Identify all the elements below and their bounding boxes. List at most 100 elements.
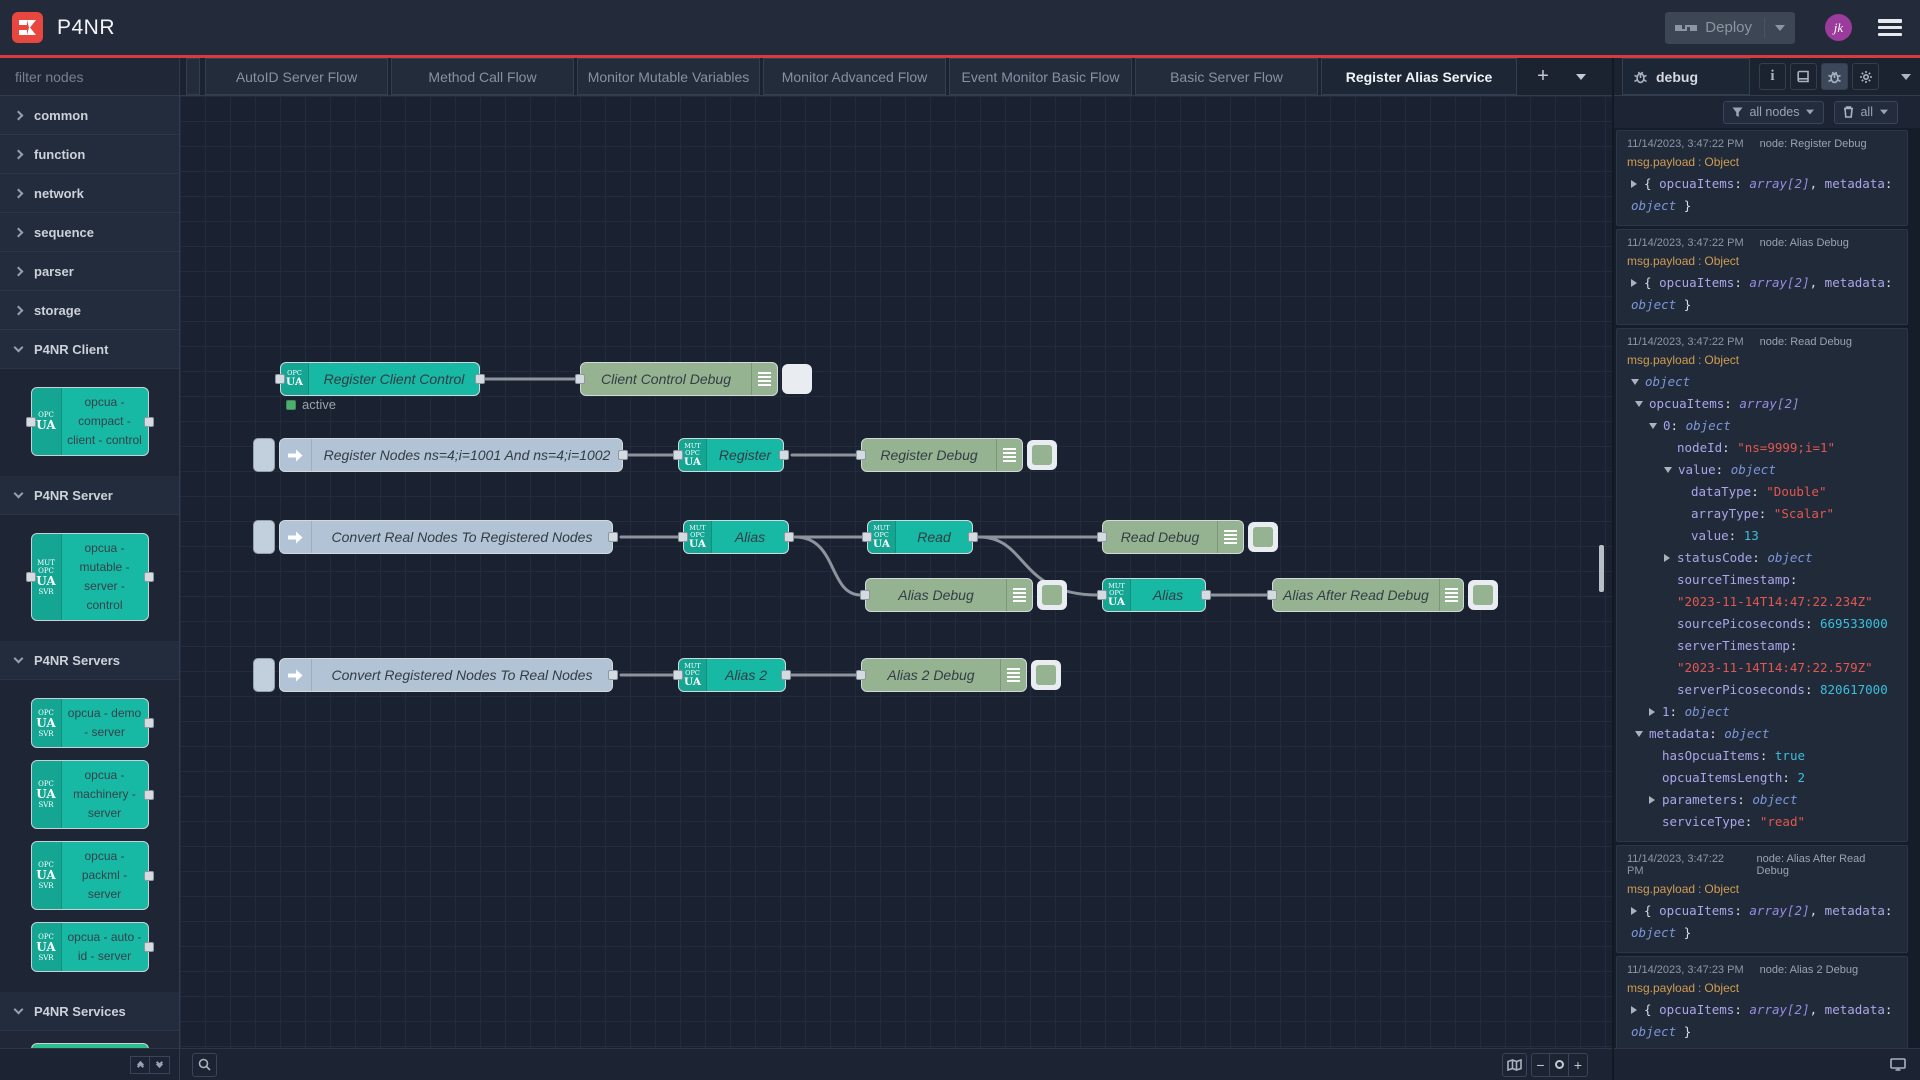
node-input-port[interactable] bbox=[1097, 590, 1107, 600]
node-input-port[interactable] bbox=[25, 416, 36, 427]
inject-button[interactable] bbox=[253, 520, 275, 554]
inject-button[interactable] bbox=[253, 438, 275, 472]
zoom-out-button[interactable]: − bbox=[1531, 1052, 1550, 1077]
node-input-port[interactable] bbox=[673, 450, 683, 460]
debug-toggle-button[interactable] bbox=[1468, 580, 1498, 610]
sidebar-menu-caret-icon[interactable] bbox=[1892, 63, 1919, 90]
node-output-port[interactable] bbox=[143, 416, 154, 427]
node-inject-convert-real[interactable]: Convert Real Nodes To Registered Nodes bbox=[279, 520, 618, 554]
navigator-button[interactable] bbox=[1502, 1052, 1527, 1077]
node-input-port[interactable] bbox=[856, 670, 866, 680]
node-output-port[interactable] bbox=[143, 789, 154, 800]
node-input-port[interactable] bbox=[1267, 590, 1277, 600]
node-input-port[interactable] bbox=[275, 374, 285, 384]
canvas-vertical-scrollbar[interactable] bbox=[1599, 545, 1604, 592]
node-input-port[interactable] bbox=[862, 532, 872, 542]
debug-toggle-button[interactable] bbox=[782, 364, 812, 394]
debug-title-tab[interactable]: debug bbox=[1622, 58, 1750, 95]
palette-category-parser[interactable]: parser bbox=[0, 252, 179, 291]
palette-category-function[interactable]: function bbox=[0, 135, 179, 174]
zoom-in-button[interactable]: + bbox=[1569, 1052, 1588, 1077]
palette-category-p4nr-server[interactable]: P4NR Server bbox=[0, 476, 179, 515]
flow-list-caret-icon[interactable] bbox=[1566, 58, 1596, 95]
debug-filter-button[interactable]: all nodes bbox=[1723, 100, 1825, 124]
node-output-port[interactable] bbox=[784, 532, 794, 542]
palette-category-common[interactable]: common bbox=[0, 96, 179, 135]
info-tab-button[interactable]: i bbox=[1759, 63, 1786, 90]
user-avatar[interactable]: jk bbox=[1825, 14, 1852, 41]
expand-arrow-icon[interactable] bbox=[1631, 180, 1637, 188]
node-output-port[interactable] bbox=[1201, 590, 1211, 600]
debug-toggle-button[interactable] bbox=[1031, 660, 1061, 690]
node-input-port[interactable] bbox=[1097, 532, 1107, 542]
expand-arrow-icon[interactable] bbox=[1631, 279, 1637, 287]
palette-category-p4nr-client[interactable]: P4NR Client bbox=[0, 330, 179, 369]
collapse-arrow-icon[interactable] bbox=[1635, 731, 1643, 737]
palette-category-sequence[interactable]: sequence bbox=[0, 213, 179, 252]
collapse-all-button[interactable] bbox=[130, 1055, 150, 1074]
node-input-port[interactable] bbox=[678, 532, 688, 542]
expand-arrow-icon[interactable] bbox=[1631, 1006, 1637, 1014]
node-input-port[interactable] bbox=[575, 374, 585, 384]
palette-node-autoid-server[interactable]: OPC UA SVR opcua - auto - id - server bbox=[30, 922, 154, 972]
debug-tab-button[interactable] bbox=[1821, 63, 1848, 90]
expand-arrow-icon[interactable] bbox=[1664, 554, 1670, 562]
tab-event-monitor-basic-flow[interactable]: Event Monitor Basic Flow bbox=[949, 58, 1132, 95]
node-alias[interactable]: MUT OPC UA Alias bbox=[678, 520, 794, 554]
palette-category-p4nr-servers[interactable]: P4NR Servers bbox=[0, 641, 179, 680]
node-alias2-debug[interactable]: Alias 2 Debug bbox=[856, 658, 1027, 692]
collapse-arrow-icon[interactable] bbox=[1664, 467, 1672, 473]
tab-register-alias-service[interactable]: Register Alias Service bbox=[1321, 58, 1517, 95]
node-output-port[interactable] bbox=[143, 942, 154, 952]
collapse-arrow-icon[interactable] bbox=[1635, 401, 1643, 407]
node-input-port[interactable] bbox=[673, 670, 683, 680]
add-flow-button[interactable]: + bbox=[1537, 65, 1549, 87]
tab-monitor-mutable-variables[interactable]: Monitor Mutable Variables bbox=[577, 58, 760, 95]
canvas-search-button[interactable] bbox=[192, 1052, 217, 1077]
debug-toggle-button[interactable] bbox=[1037, 580, 1067, 610]
node-input-port[interactable] bbox=[856, 450, 866, 460]
zoom-reset-button[interactable] bbox=[1550, 1052, 1569, 1077]
node-read-debug[interactable]: Read Debug bbox=[1097, 520, 1244, 554]
node-output-port[interactable] bbox=[618, 450, 628, 460]
expand-arrow-icon[interactable] bbox=[1649, 796, 1655, 804]
palette-node-packml-server[interactable]: OPC UA SVR opcua - packml - server bbox=[30, 841, 154, 910]
config-tab-button[interactable] bbox=[1852, 63, 1879, 90]
help-tab-button[interactable] bbox=[1790, 63, 1817, 90]
main-menu-icon[interactable] bbox=[1878, 19, 1902, 36]
palette-category-p4nr-services[interactable]: P4NR Services bbox=[0, 992, 179, 1031]
debug-message-list[interactable]: 11/14/2023, 3:47:22 PM node: Register De… bbox=[1614, 128, 1920, 1048]
palette-node-client-control[interactable]: OPC UA opcua - compact - client - contro… bbox=[25, 387, 154, 456]
palette-filter-input[interactable] bbox=[15, 68, 179, 85]
node-output-port[interactable] bbox=[475, 374, 485, 384]
tab-autoid-server-flow[interactable]: AutoID Server Flow bbox=[205, 58, 388, 95]
open-in-window-button[interactable] bbox=[1885, 1053, 1910, 1077]
node-input-port[interactable] bbox=[25, 572, 36, 582]
node-output-port[interactable] bbox=[968, 532, 978, 542]
inject-button[interactable] bbox=[253, 658, 275, 692]
deploy-button[interactable]: Deploy bbox=[1665, 11, 1795, 44]
node-output-port[interactable] bbox=[608, 670, 618, 680]
palette-node-machinery-server[interactable]: OPC UA SVR opcua - machinery - server bbox=[30, 760, 154, 829]
node-register-debug[interactable]: Register Debug bbox=[856, 438, 1023, 472]
palette-category-storage[interactable]: storage bbox=[0, 291, 179, 330]
node-inject-convert-registered[interactable]: Convert Registered Nodes To Real Nodes bbox=[279, 658, 618, 692]
node-output-port[interactable] bbox=[781, 670, 791, 680]
node-input-port[interactable] bbox=[860, 590, 870, 600]
debug-clear-button[interactable]: all bbox=[1834, 100, 1898, 124]
node-alias-after-read-debug[interactable]: Alias After Read Debug bbox=[1267, 578, 1464, 612]
debug-toggle-button[interactable] bbox=[1027, 440, 1057, 470]
node-read[interactable]: MUT OPC UA Read bbox=[862, 520, 978, 554]
tab-monitor-advanced-flow[interactable]: Monitor Advanced Flow bbox=[763, 58, 946, 95]
deploy-caret-icon[interactable] bbox=[1775, 24, 1785, 31]
node-register[interactable]: MUT OPC UA Register bbox=[673, 438, 789, 472]
collapse-arrow-icon[interactable] bbox=[1649, 423, 1657, 429]
node-alias2[interactable]: MUT OPC UA Alias 2 bbox=[673, 658, 791, 692]
tab-basic-server-flow[interactable]: Basic Server Flow bbox=[1135, 58, 1318, 95]
node-output-port[interactable] bbox=[143, 718, 154, 728]
collapse-arrow-icon[interactable] bbox=[1631, 379, 1639, 385]
expand-all-button[interactable] bbox=[150, 1055, 170, 1074]
node-output-port[interactable] bbox=[143, 870, 154, 881]
node-output-port[interactable] bbox=[779, 450, 789, 460]
node-inject-register-nodes[interactable]: Register Nodes ns=4;i=1001 And ns=4;i=10… bbox=[279, 438, 628, 472]
